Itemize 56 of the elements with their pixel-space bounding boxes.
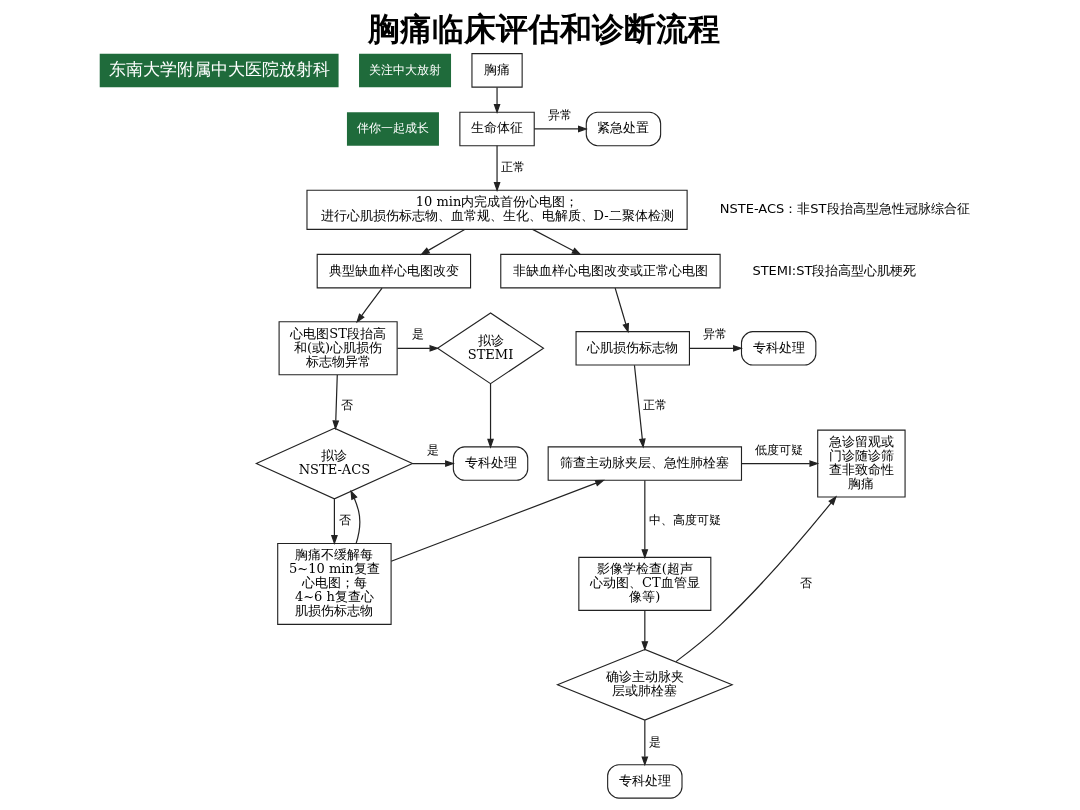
edge-label: 是 xyxy=(411,327,424,342)
arrow xyxy=(493,86,500,114)
node-box: 生命体征 xyxy=(458,111,535,147)
node-box: 筛查主动脉夹层、急性肺栓塞 xyxy=(547,446,742,481)
arrow xyxy=(419,228,465,256)
diagram-title: 胸痛临床评估和诊断流程 xyxy=(367,10,720,47)
arrow xyxy=(486,383,494,449)
label: STEMI:ST段抬高型心肌梗死 xyxy=(751,262,916,278)
edge-label: 否 xyxy=(799,576,812,591)
arrow xyxy=(493,145,500,192)
arrow xyxy=(640,719,648,767)
node-box: 紧急处置 xyxy=(585,111,661,147)
edge-label: 否 xyxy=(340,398,353,413)
arrow xyxy=(331,374,339,431)
arrow xyxy=(614,287,629,334)
edge-label: 是 xyxy=(648,734,661,749)
node-box: 影像学检查(超声心动图、CT血管显像等) xyxy=(577,556,711,611)
node-box: 急诊留观或门诊随诊筛查非致命性胸痛 xyxy=(816,429,906,498)
node-box: 10 min内完成首份心电图； 进行心肌损伤标志物、血常规、生化、电解质、D-二聚体检测 xyxy=(305,189,688,230)
arrow xyxy=(390,479,605,562)
edge-label: 低度可疑 xyxy=(754,442,803,457)
node-diamond: 拟诊STEMI xyxy=(436,312,545,385)
arrow xyxy=(633,364,646,449)
arrow xyxy=(688,344,743,352)
node-diamond: 确诊主动脉夹层或肺栓塞 xyxy=(555,648,734,721)
node-box: 心电图ST段抬高和(或)心肌损伤标志物异常 xyxy=(278,321,398,376)
node-box: 非缺血样心电图改变或正常心电图 xyxy=(499,253,721,289)
edge-label: 否 xyxy=(338,513,351,528)
node-box: 胸痛不缓解每5~10 min复查心电图；每4~6 h复查心肌损伤标志物 xyxy=(276,542,392,625)
edge-label: 中、高度可疑 xyxy=(648,513,721,528)
arrow xyxy=(411,460,455,467)
node-box: 专科处理 xyxy=(740,331,816,366)
label: 关注中大放射 xyxy=(368,62,441,77)
edge-label: 正常 xyxy=(642,398,667,413)
arrow xyxy=(674,495,837,663)
arrow xyxy=(355,287,383,324)
node-box: 典型缺血样心电图改变 xyxy=(316,253,471,289)
node-box: 心肌损伤标志物 xyxy=(575,331,690,366)
edge-label: 异常 xyxy=(702,327,727,342)
node-box: 胸痛 xyxy=(470,53,523,88)
arrow xyxy=(531,228,582,256)
arrow xyxy=(640,479,648,560)
arrow xyxy=(533,125,588,133)
label: 东南大学附属中大医院放射科 xyxy=(108,58,330,79)
edge-label: 正常 xyxy=(500,160,525,175)
label: 伴你一起成长 xyxy=(356,121,429,136)
arrow xyxy=(349,489,360,544)
arrow xyxy=(740,460,819,467)
arrow xyxy=(330,498,338,545)
edge-label: 是 xyxy=(426,442,439,457)
node-box: 专科处理 xyxy=(452,446,528,481)
arrow xyxy=(640,610,648,652)
arrow xyxy=(396,344,439,352)
edge-label: 异常 xyxy=(547,108,572,123)
label: NSTE-ACS：非ST段抬高型急性冠脉综合征 xyxy=(719,201,970,217)
node-box: 专科处理 xyxy=(606,764,683,799)
